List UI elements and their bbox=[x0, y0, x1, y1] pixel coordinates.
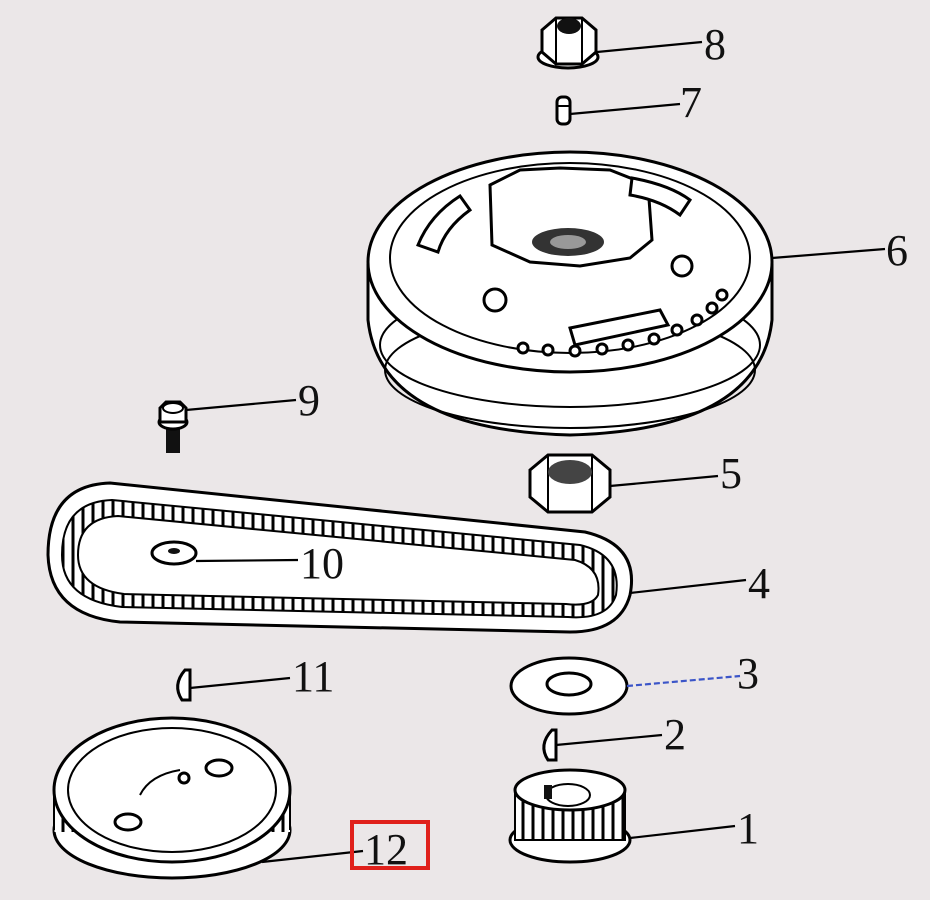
leader-12 bbox=[261, 849, 364, 864]
leader-8 bbox=[596, 40, 703, 54]
part-5-hex-nut bbox=[528, 453, 612, 514]
part-7-key bbox=[555, 95, 572, 126]
leader-6 bbox=[771, 247, 886, 260]
leader-9 bbox=[185, 398, 297, 412]
callout-12: 12 bbox=[364, 825, 408, 874]
part-3-flat-washer bbox=[509, 656, 629, 716]
callout-6: 6 bbox=[886, 226, 908, 275]
callout-7: 7 bbox=[680, 78, 702, 127]
callout-9: 9 bbox=[298, 376, 320, 425]
callout-2: 2 bbox=[664, 710, 686, 759]
part-11-key bbox=[176, 668, 192, 702]
callout-1: 1 bbox=[737, 804, 759, 853]
leader-4 bbox=[629, 578, 747, 595]
leader-11 bbox=[189, 676, 291, 690]
part-9-bolt bbox=[157, 400, 189, 453]
leader-5 bbox=[609, 474, 719, 488]
leader-10 bbox=[195, 558, 299, 563]
callout-5: 5 bbox=[720, 449, 742, 498]
part-6-pulley-housing bbox=[366, 150, 774, 437]
leader-3 bbox=[626, 674, 741, 688]
part-4-toothed-belt bbox=[46, 481, 633, 634]
part-2-key bbox=[542, 728, 558, 762]
leader-2 bbox=[555, 733, 663, 747]
leader-lines bbox=[185, 40, 886, 864]
part-10-washer bbox=[150, 540, 198, 566]
part-12-sprocket bbox=[52, 716, 292, 880]
callout-4: 4 bbox=[748, 559, 770, 608]
callout-11: 11 bbox=[292, 652, 334, 701]
part-8-flange-nut bbox=[536, 16, 600, 70]
callout-8: 8 bbox=[704, 20, 726, 69]
part-1-small-gear bbox=[508, 768, 632, 864]
leader-1 bbox=[629, 824, 736, 840]
callout-3: 3 bbox=[737, 649, 759, 698]
leader-7 bbox=[569, 102, 681, 116]
callout-10: 10 bbox=[300, 539, 344, 588]
highlight-box-12 bbox=[350, 820, 430, 870]
